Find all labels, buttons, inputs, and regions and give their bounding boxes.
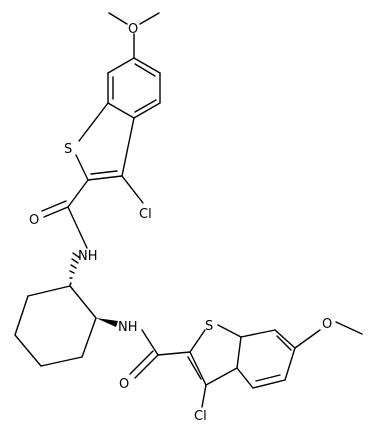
bond	[43, 206, 69, 218]
bond	[255, 374, 281, 382]
bond	[134, 99, 157, 113]
bond	[121, 175, 144, 204]
carbonyl-oxygen-bottom-label: O	[119, 377, 129, 392]
lower-benzothiophene	[129, 321, 363, 408]
sulfur-bottom-label: S	[205, 319, 213, 334]
hashed-wedge	[69, 252, 81, 286]
bond	[134, 354, 159, 379]
bond	[75, 154, 89, 181]
hash	[70, 264, 77, 269]
bond	[90, 170, 118, 175]
bond	[205, 367, 238, 386]
bond	[107, 57, 135, 74]
bond	[274, 329, 296, 349]
hash	[71, 258, 79, 264]
hash	[69, 270, 75, 274]
amide-nitrogen-bottom-label: NH	[118, 320, 138, 335]
bond	[121, 117, 135, 177]
bond	[133, 57, 161, 74]
bond	[78, 102, 109, 142]
bond	[284, 347, 296, 381]
bond	[201, 384, 207, 408]
bond	[67, 206, 88, 249]
solid-wedge	[96, 318, 118, 327]
bond	[14, 295, 29, 336]
bond	[139, 12, 160, 25]
bond	[133, 102, 161, 119]
hash	[72, 252, 81, 259]
bond	[81, 317, 97, 358]
sulfur-top-label: S	[64, 142, 72, 157]
bond	[141, 329, 159, 356]
bond	[87, 175, 123, 181]
chlorine-bottom-label: Cl	[194, 409, 207, 424]
upper-benzothiophene	[41, 12, 161, 249]
hash	[69, 282, 72, 286]
cyclohexane-ring	[14, 252, 118, 367]
amide-nitrogen-top-label: NH	[78, 249, 98, 264]
bond	[217, 324, 242, 338]
bond	[189, 329, 206, 353]
bond	[157, 351, 191, 356]
bond	[40, 356, 83, 367]
methoxy-oxygen-top-label: O	[128, 22, 138, 37]
bond	[189, 351, 207, 386]
bond	[134, 63, 156, 77]
bond	[129, 350, 154, 375]
bond	[294, 329, 321, 349]
bond	[41, 200, 67, 212]
bond	[14, 334, 42, 367]
methoxy-oxygen-bottom-label: O	[322, 317, 332, 332]
carbonyl-oxygen-top-label: O	[29, 213, 39, 228]
bond	[236, 367, 254, 389]
bond	[107, 102, 135, 119]
bond	[187, 356, 202, 380]
chlorine-top-label: Cl	[139, 207, 152, 222]
bond	[252, 379, 286, 389]
bond	[108, 12, 128, 25]
bond	[67, 179, 89, 208]
bond	[236, 336, 242, 369]
bond	[240, 329, 276, 338]
bond	[276, 335, 292, 351]
bond	[69, 285, 97, 319]
bond	[27, 285, 71, 297]
bond	[335, 321, 363, 335]
